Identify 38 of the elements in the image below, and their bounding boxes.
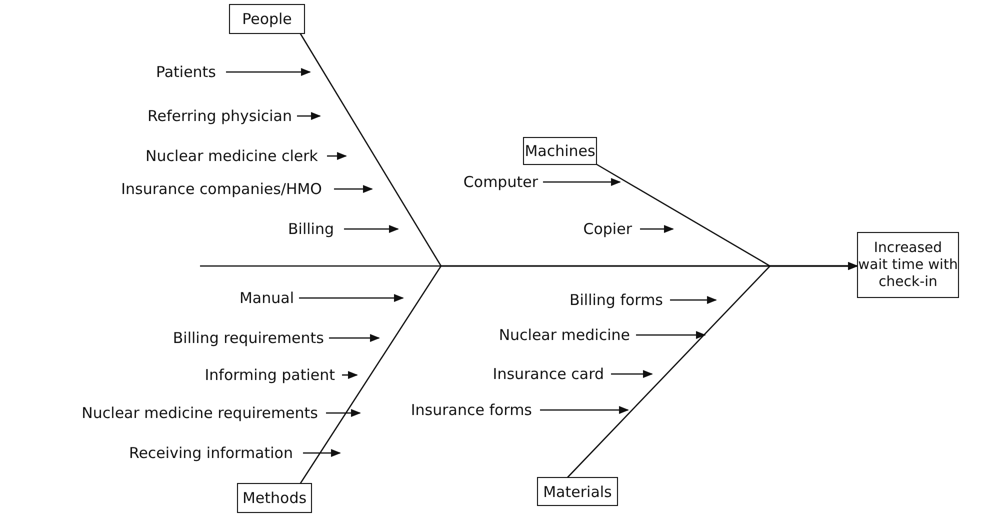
cause-label: Computer — [463, 175, 538, 189]
cause-label: Nuclear medicine — [498, 328, 630, 342]
cause-label: Patients — [156, 65, 216, 79]
cause-label: Insurance card — [492, 367, 604, 381]
category-box: Methods — [237, 483, 312, 513]
category-box: Materials — [537, 477, 618, 506]
cause-arrow — [611, 370, 653, 378]
cause-arrow — [540, 406, 629, 414]
cause-arrow — [636, 331, 706, 339]
cause-arrow — [226, 68, 311, 76]
cause-label: Billing forms — [569, 293, 663, 307]
cause-arrow — [326, 409, 361, 417]
cause-arrow — [344, 225, 399, 233]
cause-arrow — [342, 371, 358, 379]
cause-label: Manual — [239, 291, 294, 305]
cause-arrow — [329, 334, 380, 342]
cause-arrow — [299, 294, 404, 302]
cause-arrow — [303, 449, 341, 457]
cause-label: Nuclear medicine clerk — [146, 149, 318, 163]
cause-label: Insurance companies/HMO — [121, 182, 322, 196]
cause-label: Billing — [288, 222, 334, 236]
cause-arrow — [543, 178, 621, 186]
effect-box: Increased wait time with check-in — [857, 232, 959, 298]
cause-arrow — [297, 112, 321, 120]
cause-label: Billing requirements — [172, 331, 324, 345]
cause-label: Referring physician — [147, 109, 292, 123]
category-box: People — [229, 4, 305, 34]
cause-arrow — [640, 225, 674, 233]
cause-label: Copier — [583, 222, 632, 236]
bone-arrow — [200, 262, 858, 270]
cause-label: Nuclear medicine requirements — [82, 406, 318, 420]
cause-arrow — [670, 296, 717, 304]
cause-label: Receiving information — [128, 446, 293, 460]
cause-arrow — [327, 152, 347, 160]
category-box: Machines — [523, 137, 597, 165]
cause-arrow — [334, 185, 373, 193]
cause-label: Insurance forms — [410, 403, 532, 417]
cause-label: Informing patient — [204, 368, 335, 382]
